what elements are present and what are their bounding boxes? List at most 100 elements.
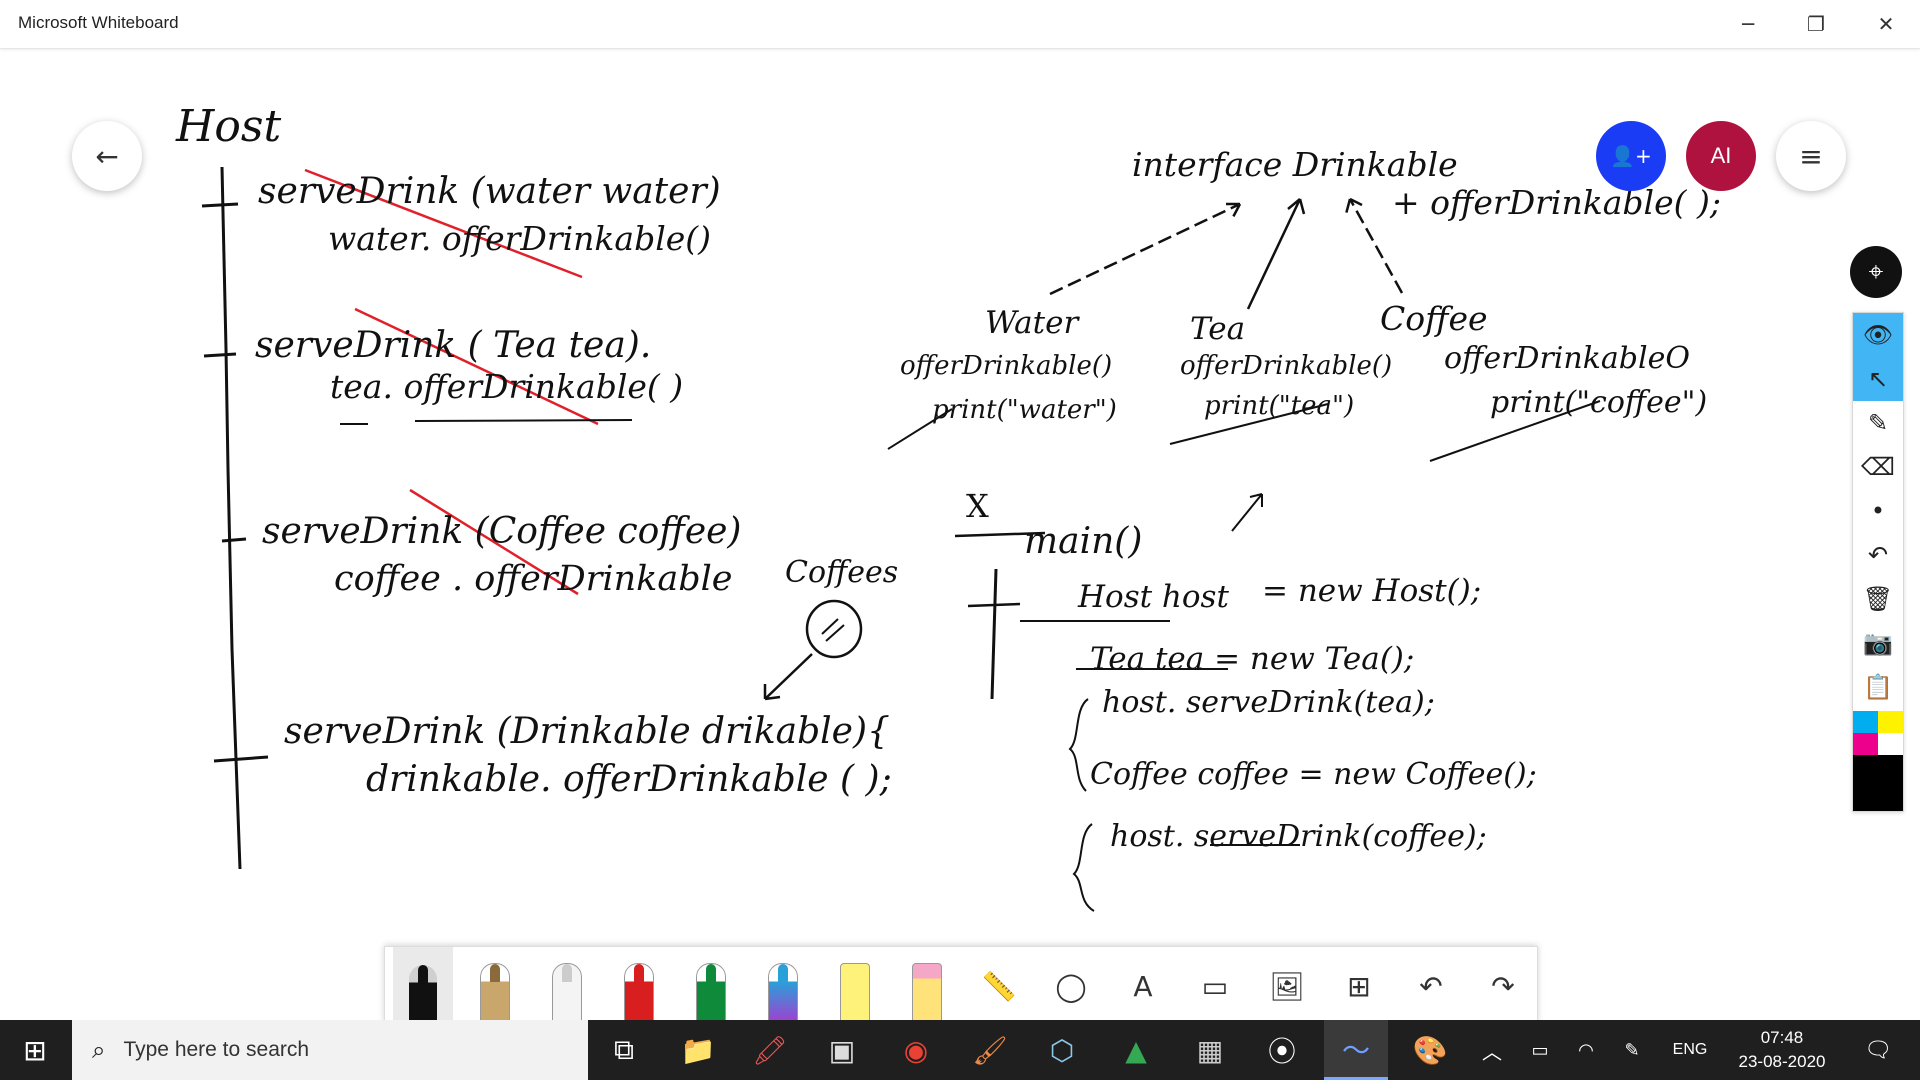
pen-workspace-button[interactable]: ✎ xyxy=(1612,1020,1652,1080)
whiteboard-taskbar-button[interactable]: 〜 xyxy=(1324,1020,1388,1080)
tick-2 xyxy=(203,352,237,358)
gold-pen-tool[interactable] xyxy=(465,947,525,1023)
gold-pen-icon xyxy=(480,963,510,1023)
white-swatch[interactable] xyxy=(1878,733,1903,755)
user-avatar[interactable]: AI xyxy=(1686,121,1756,191)
battery-indicator[interactable]: ▭ xyxy=(1520,1020,1560,1080)
sticky-note-icon: ▭ xyxy=(1201,970,1229,1003)
mysql-icon: ▦ xyxy=(1196,1033,1224,1067)
system-clock[interactable]: 07:48 23-08-2020 xyxy=(1722,1026,1842,1074)
coffee-print: print("coffee") xyxy=(1490,385,1708,420)
add-button[interactable]: ⊞ xyxy=(1329,947,1389,1023)
ink-pen-tool-button[interactable]: ⌖ xyxy=(1850,246,1902,298)
file-explorer-button[interactable]: 📁 xyxy=(666,1020,730,1080)
highlighter-tool[interactable] xyxy=(825,947,885,1023)
network-indicator[interactable]: ◠ xyxy=(1566,1020,1606,1080)
redo-icon: ↷ xyxy=(1491,970,1515,1003)
tea-class-name: Tea xyxy=(1190,311,1246,347)
notification-icon: 🗨 xyxy=(1864,1037,1892,1062)
minimize-button[interactable]: ─ xyxy=(1741,12,1755,36)
color-palette[interactable] xyxy=(1853,711,1903,811)
start-button[interactable]: ⊞ xyxy=(0,1020,70,1080)
title-bar: Microsoft Whiteboard ─ ❐ ✕ xyxy=(0,0,1920,49)
ink-strokes xyxy=(201,166,1601,912)
inking-app-button[interactable]: ⦿ xyxy=(1250,1020,1314,1080)
image-button[interactable]: 🖼 xyxy=(1257,947,1317,1023)
undo-icon: ↶ xyxy=(1867,541,1889,569)
block3-line1: serveDrink (Coffee coffee) xyxy=(262,511,742,552)
google-drive-button[interactable]: ▲ xyxy=(1104,1020,1168,1080)
interface-method: + offerDrinkable( ); xyxy=(1392,183,1721,222)
coffee-arrow xyxy=(1344,197,1404,294)
taskbar-search[interactable]: ⌕ Type here to search xyxy=(72,1020,588,1080)
red-strike-3 xyxy=(409,488,579,596)
block4-line2: drinkable. offerDrinkable ( ); xyxy=(366,759,892,800)
redo-button[interactable]: ↷ xyxy=(1473,947,1533,1023)
main-line5: host. serveDrink(coffee); xyxy=(1110,819,1487,854)
wifi-icon: ◠ xyxy=(1578,1039,1594,1060)
menu-button[interactable]: ≡ xyxy=(1776,121,1846,191)
red-strike-2 xyxy=(354,307,599,426)
coffees-note: Coffees xyxy=(785,555,899,590)
view-tool[interactable]: 👁 xyxy=(1853,313,1903,357)
interface-label: interface Drinkable xyxy=(1132,145,1458,184)
magenta-swatch[interactable] xyxy=(1853,733,1878,755)
terminal-button[interactable]: ▣ xyxy=(810,1020,874,1080)
black-pen-tool[interactable] xyxy=(393,947,453,1023)
brace-2 xyxy=(1072,823,1095,912)
ruler-tool[interactable]: ✎ xyxy=(1853,401,1903,445)
green-pen-tool[interactable] xyxy=(681,947,741,1023)
paint-icon: 🖍 xyxy=(752,1033,788,1067)
stroke-size[interactable]: • xyxy=(1853,489,1903,533)
camera-tool[interactable]: 📷 xyxy=(1853,621,1903,665)
red-pen-tool[interactable] xyxy=(609,947,669,1023)
cyan-swatch[interactable] xyxy=(1853,711,1878,733)
add-person-icon: 👤+ xyxy=(1610,144,1652,168)
select-tool[interactable]: ↖ xyxy=(1853,357,1903,401)
eraser-tool[interactable]: ⌫ xyxy=(1853,445,1903,489)
host-timeline-stroke xyxy=(220,166,242,870)
mysql-button[interactable]: ▦ xyxy=(1178,1020,1242,1080)
ruler-button[interactable]: 📏 xyxy=(969,947,1029,1023)
whiteboard-canvas[interactable]: Host serveDrink (water water) water. off… xyxy=(0,49,1920,1020)
note-button[interactable]: ▭ xyxy=(1185,947,1245,1023)
clipboard-tool[interactable]: 📋 xyxy=(1853,665,1903,709)
task-view-icon: ⧉ xyxy=(614,1033,634,1066)
close-button[interactable]: ✕ xyxy=(1877,12,1895,36)
notification-center-button[interactable]: 🗨 xyxy=(1850,1020,1906,1080)
task-view-button[interactable]: ⧉ xyxy=(592,1020,656,1080)
black-swatch[interactable] xyxy=(1853,755,1903,811)
water-method: offerDrinkable() xyxy=(900,351,1113,381)
snip-app-button[interactable]: ⬡ xyxy=(1030,1020,1094,1080)
text-button[interactable]: A xyxy=(1113,947,1173,1023)
tray-expand-button[interactable]: ︿ xyxy=(1474,1020,1510,1080)
water-class-name: Water xyxy=(985,305,1079,341)
chrome-button[interactable]: ◉ xyxy=(884,1020,948,1080)
delete-tool[interactable]: 🗑 xyxy=(1853,577,1903,621)
brush-icon: 🖌 xyxy=(972,1033,1008,1067)
back-button[interactable]: ← xyxy=(72,121,142,191)
restore-button[interactable]: ❐ xyxy=(1807,12,1825,36)
tea-method: offerDrinkable() xyxy=(1180,351,1393,381)
highlighter-icon xyxy=(840,963,870,1023)
rainbow-pen-tool[interactable] xyxy=(753,947,813,1023)
avatar-initials: AI xyxy=(1710,143,1732,168)
white-pen-tool[interactable] xyxy=(537,947,597,1023)
lasso-button[interactable]: ◯ xyxy=(1041,947,1101,1023)
paint3d-button[interactable]: 🖍 xyxy=(738,1020,802,1080)
plus-icon: ⊞ xyxy=(1347,970,1371,1003)
share-button[interactable]: 👤+ xyxy=(1596,121,1666,191)
sketch-app-button[interactable]: 🖌 xyxy=(958,1020,1022,1080)
paint-app-button[interactable]: 🎨 xyxy=(1398,1020,1462,1080)
yellow-swatch[interactable] xyxy=(1878,711,1903,733)
underline-offer xyxy=(414,419,633,422)
eraser-icon: ⌫ xyxy=(1861,453,1895,481)
eye-icon: 👁 xyxy=(1862,321,1894,349)
red-strike-1 xyxy=(304,168,583,279)
undo-button[interactable]: ↶ xyxy=(1401,947,1461,1023)
windows-logo-icon: ⊞ xyxy=(23,1033,47,1067)
coffees-bubble xyxy=(805,599,863,659)
language-indicator[interactable]: ENG xyxy=(1672,1041,1708,1058)
undo-tool[interactable]: ↶ xyxy=(1853,533,1903,577)
eraser-pen-tool[interactable] xyxy=(897,947,957,1023)
